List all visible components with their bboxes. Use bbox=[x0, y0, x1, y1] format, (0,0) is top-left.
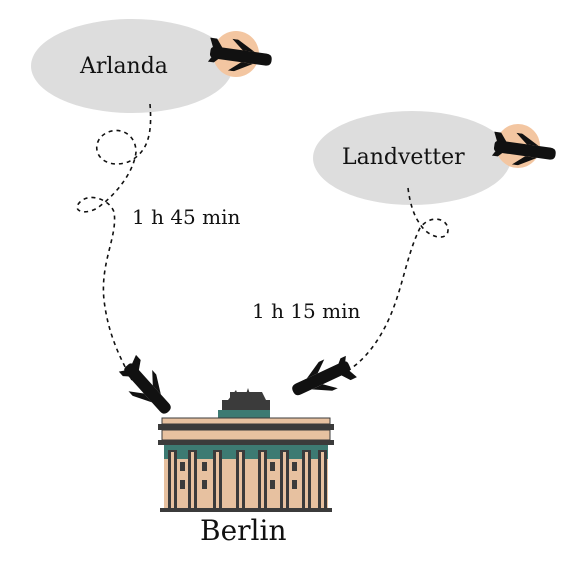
cloud-bubble bbox=[31, 19, 233, 113]
origin-landvetter-node bbox=[313, 111, 558, 205]
origin-arlanda-label: Arlanda bbox=[80, 54, 168, 79]
route-landvetter-path bbox=[341, 187, 449, 375]
flight-time-arlanda: 1 h 45 min bbox=[132, 205, 241, 229]
route-arlanda-path bbox=[76, 103, 152, 381]
airplane-icon bbox=[286, 349, 358, 407]
brandenburg-gate-icon bbox=[158, 388, 334, 512]
destination-berlin-label: Berlin bbox=[200, 514, 287, 547]
cloud-bubble bbox=[313, 111, 511, 205]
origin-arlanda-node bbox=[31, 19, 274, 113]
origin-landvetter-label: Landvetter bbox=[342, 145, 465, 170]
flight-time-landvetter: 1 h 15 min bbox=[252, 299, 361, 323]
